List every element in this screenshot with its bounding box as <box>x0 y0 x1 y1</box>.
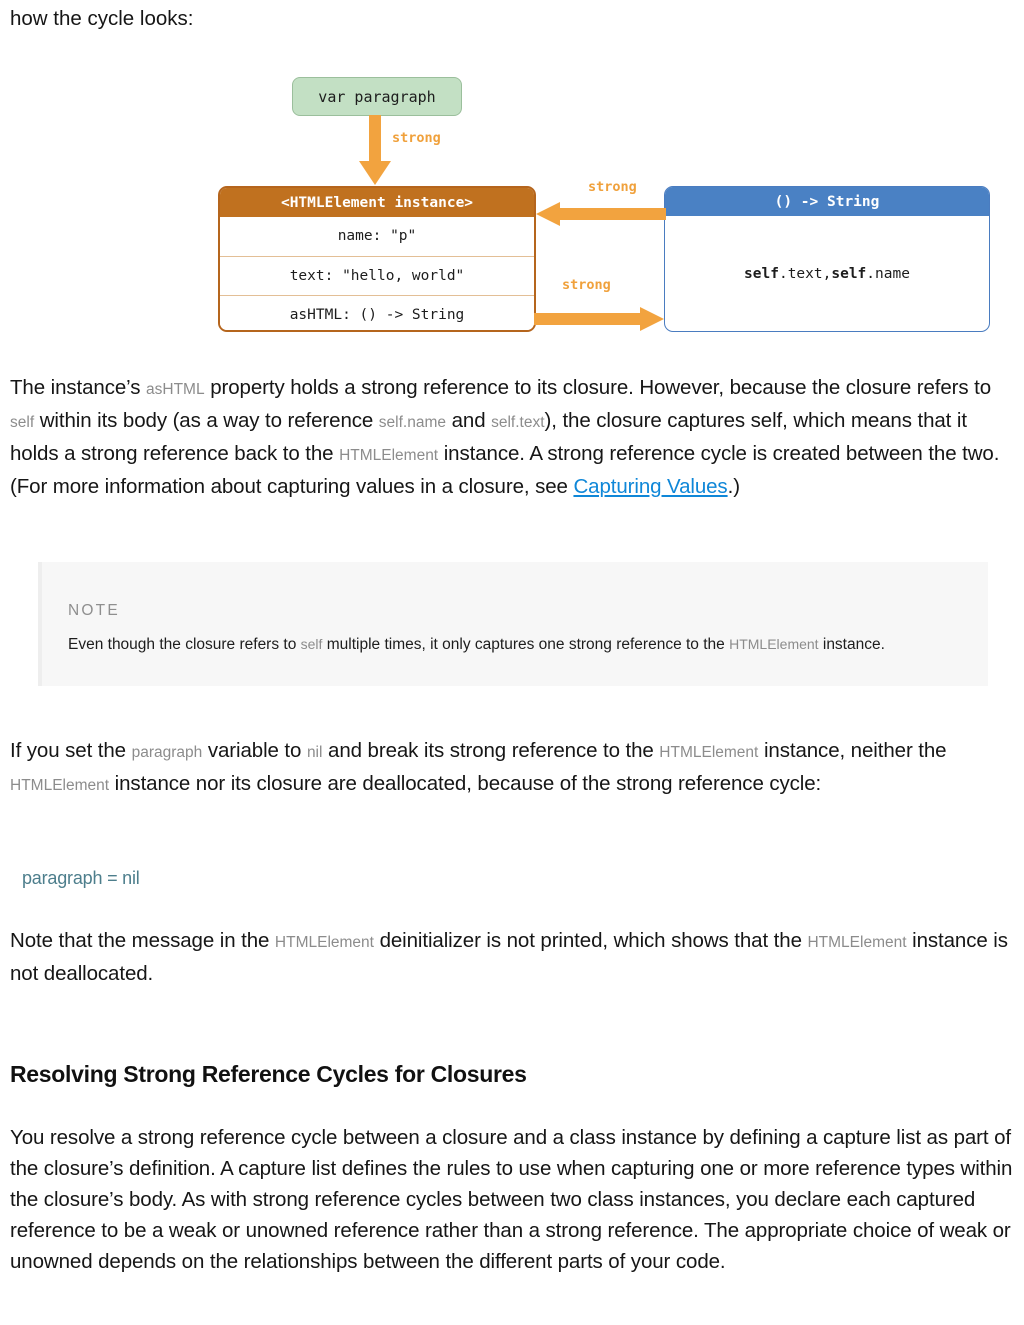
closure-header: () -> String <box>665 187 989 216</box>
note-text-1: Even though the closure refers to <box>68 636 301 653</box>
p1-code-htmlelement: HTMLElement <box>339 447 439 464</box>
closure-text-1: .text, <box>778 265 832 282</box>
p1-text-2: property holds a strong reference to its… <box>204 376 992 399</box>
note-title: NOTE <box>68 602 120 619</box>
p2-code-htmlelement-1: HTMLElement <box>659 744 759 761</box>
paragraph-set-nil: If you set the paragraph variable to nil… <box>10 735 1000 801</box>
p3-text-2: deinitializer is not printed, which show… <box>373 929 808 952</box>
p1-text-7: .) <box>727 475 740 498</box>
instance-row-text: text: "hello, world" <box>220 256 534 296</box>
p2-text-5: instance nor its closure are deallocated… <box>109 772 822 795</box>
p2-text-1: If you set the <box>10 739 132 762</box>
p2-text-3: and break its strong reference to the <box>322 739 660 762</box>
htmlelement-instance-header: <HTMLElement instance> <box>220 188 534 217</box>
htmlelement-instance-box: <HTMLElement instance> name: "p" text: "… <box>218 186 536 332</box>
intro-line: how the cycle looks: <box>10 7 194 30</box>
note-text-3: instance. <box>818 636 885 653</box>
code-line: paragraph = nil <box>22 868 140 888</box>
arrow-label-right-strong: strong <box>562 277 611 293</box>
note-code-htmlelement: HTMLElement <box>729 636 819 652</box>
arrow-right-strong-icon <box>534 307 664 331</box>
closure-self-1: self <box>744 265 779 282</box>
p2-text-4: instance, neither the <box>758 739 947 762</box>
code-block-paragraph-nil: paragraph = nil <box>22 868 140 889</box>
p1-code-selftext: self.text <box>491 414 545 431</box>
var-paragraph-label: var paragraph <box>318 87 436 106</box>
p1-code-ashtml: asHTML <box>146 381 205 398</box>
paragraph-capture-list: You resolve a strong reference cycle bet… <box>10 1126 1013 1273</box>
paragraph-instance-property: The instance’s asHTML property holds a s… <box>10 372 1015 502</box>
p2-code-htmlelement-2: HTMLElement <box>10 777 110 794</box>
note-body: Even though the closure refers to self m… <box>68 632 948 657</box>
p1-text-1: The instance’s <box>10 376 147 399</box>
p2-code-nil: nil <box>306 744 323 761</box>
strong-reference-cycle-diagram: var paragraph strong <HTMLElement instan… <box>0 60 1024 345</box>
p3-code-htmlelement-2: HTMLElement <box>807 934 907 951</box>
paragraph-deinit-not-printed: Note that the message in the HTMLElement… <box>10 925 1015 989</box>
note-text-2: multiple times, it only captures one str… <box>322 636 730 653</box>
p3-code-htmlelement-1: HTMLElement <box>274 934 374 951</box>
note-code-self: self <box>300 636 323 652</box>
arrow-down-strong-icon <box>359 115 391 185</box>
p1-text-4: and <box>446 409 492 432</box>
note-callout: NOTE Even though the closure refers to s… <box>38 562 988 686</box>
closure-body: self.text, self.name <box>665 216 989 331</box>
arrow-label-left-strong: strong <box>588 179 637 195</box>
p1-code-self: self <box>10 414 35 431</box>
section-heading-resolving-cycles: Resolving Strong Reference Cycles for Cl… <box>10 1061 527 1087</box>
var-paragraph-box: var paragraph <box>292 77 462 116</box>
instance-row-ashtml: asHTML: () -> String <box>220 296 534 330</box>
p3-text-3: instance is not deallocated. <box>10 929 1008 985</box>
capturing-values-link[interactable]: Capturing Values <box>573 475 728 498</box>
arrow-left-strong-icon <box>536 202 666 226</box>
closure-self-2: self <box>831 265 867 282</box>
p1-code-selfname: self.name <box>378 414 446 431</box>
p2-code-paragraph: paragraph <box>131 744 203 761</box>
closure-text-2: .name <box>866 265 910 282</box>
p1-text-5: ), the closure captures self, which mean… <box>10 409 967 465</box>
p2-text-2: variable to <box>202 739 307 762</box>
p1-text-3: within its body (as a way to reference <box>34 409 379 432</box>
arrow-label-down-strong: strong <box>392 130 441 146</box>
closure-box: () -> String self.text, self.name <box>664 186 990 332</box>
p1-text-6: instance. A strong reference cycle is cr… <box>10 442 1000 498</box>
p3-text-1: Note that the message in the <box>10 929 275 952</box>
instance-row-name: name: "p" <box>220 217 534 257</box>
